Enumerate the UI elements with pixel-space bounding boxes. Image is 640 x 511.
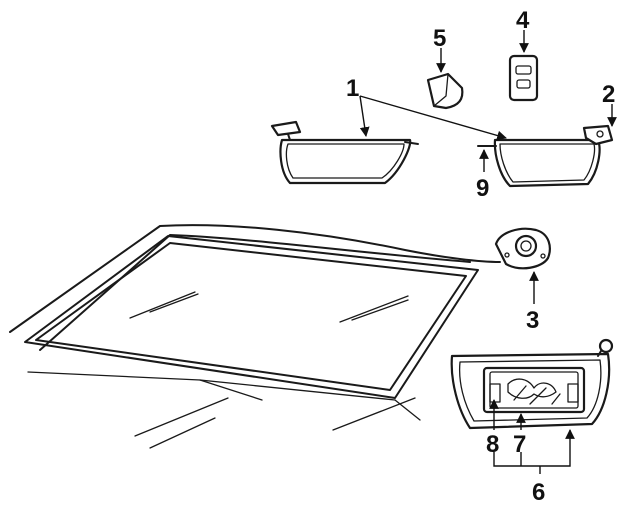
- visor-clip: [426, 72, 464, 110]
- sun-visor-left: [270, 120, 419, 185]
- visor-bracket: [508, 54, 539, 102]
- sun-visor-right: [477, 124, 614, 188]
- windshield: [9, 224, 501, 449]
- callout-4: 4: [516, 7, 530, 34]
- leader-lines: [359, 30, 617, 474]
- callout-8: 8: [486, 431, 499, 458]
- callout-2: 2: [602, 81, 615, 108]
- callout-1: 1: [346, 75, 359, 102]
- callout-6: 6: [532, 479, 545, 506]
- callout-labels: 1 2 3 4 5 6 7 8 9: [346, 7, 615, 506]
- roof-mount: [494, 227, 551, 270]
- callout-9: 9: [476, 175, 489, 202]
- callout-7: 7: [513, 431, 526, 458]
- vanity-mirror-visor: [450, 338, 614, 430]
- callout-5: 5: [433, 25, 446, 52]
- callout-3: 3: [526, 307, 539, 334]
